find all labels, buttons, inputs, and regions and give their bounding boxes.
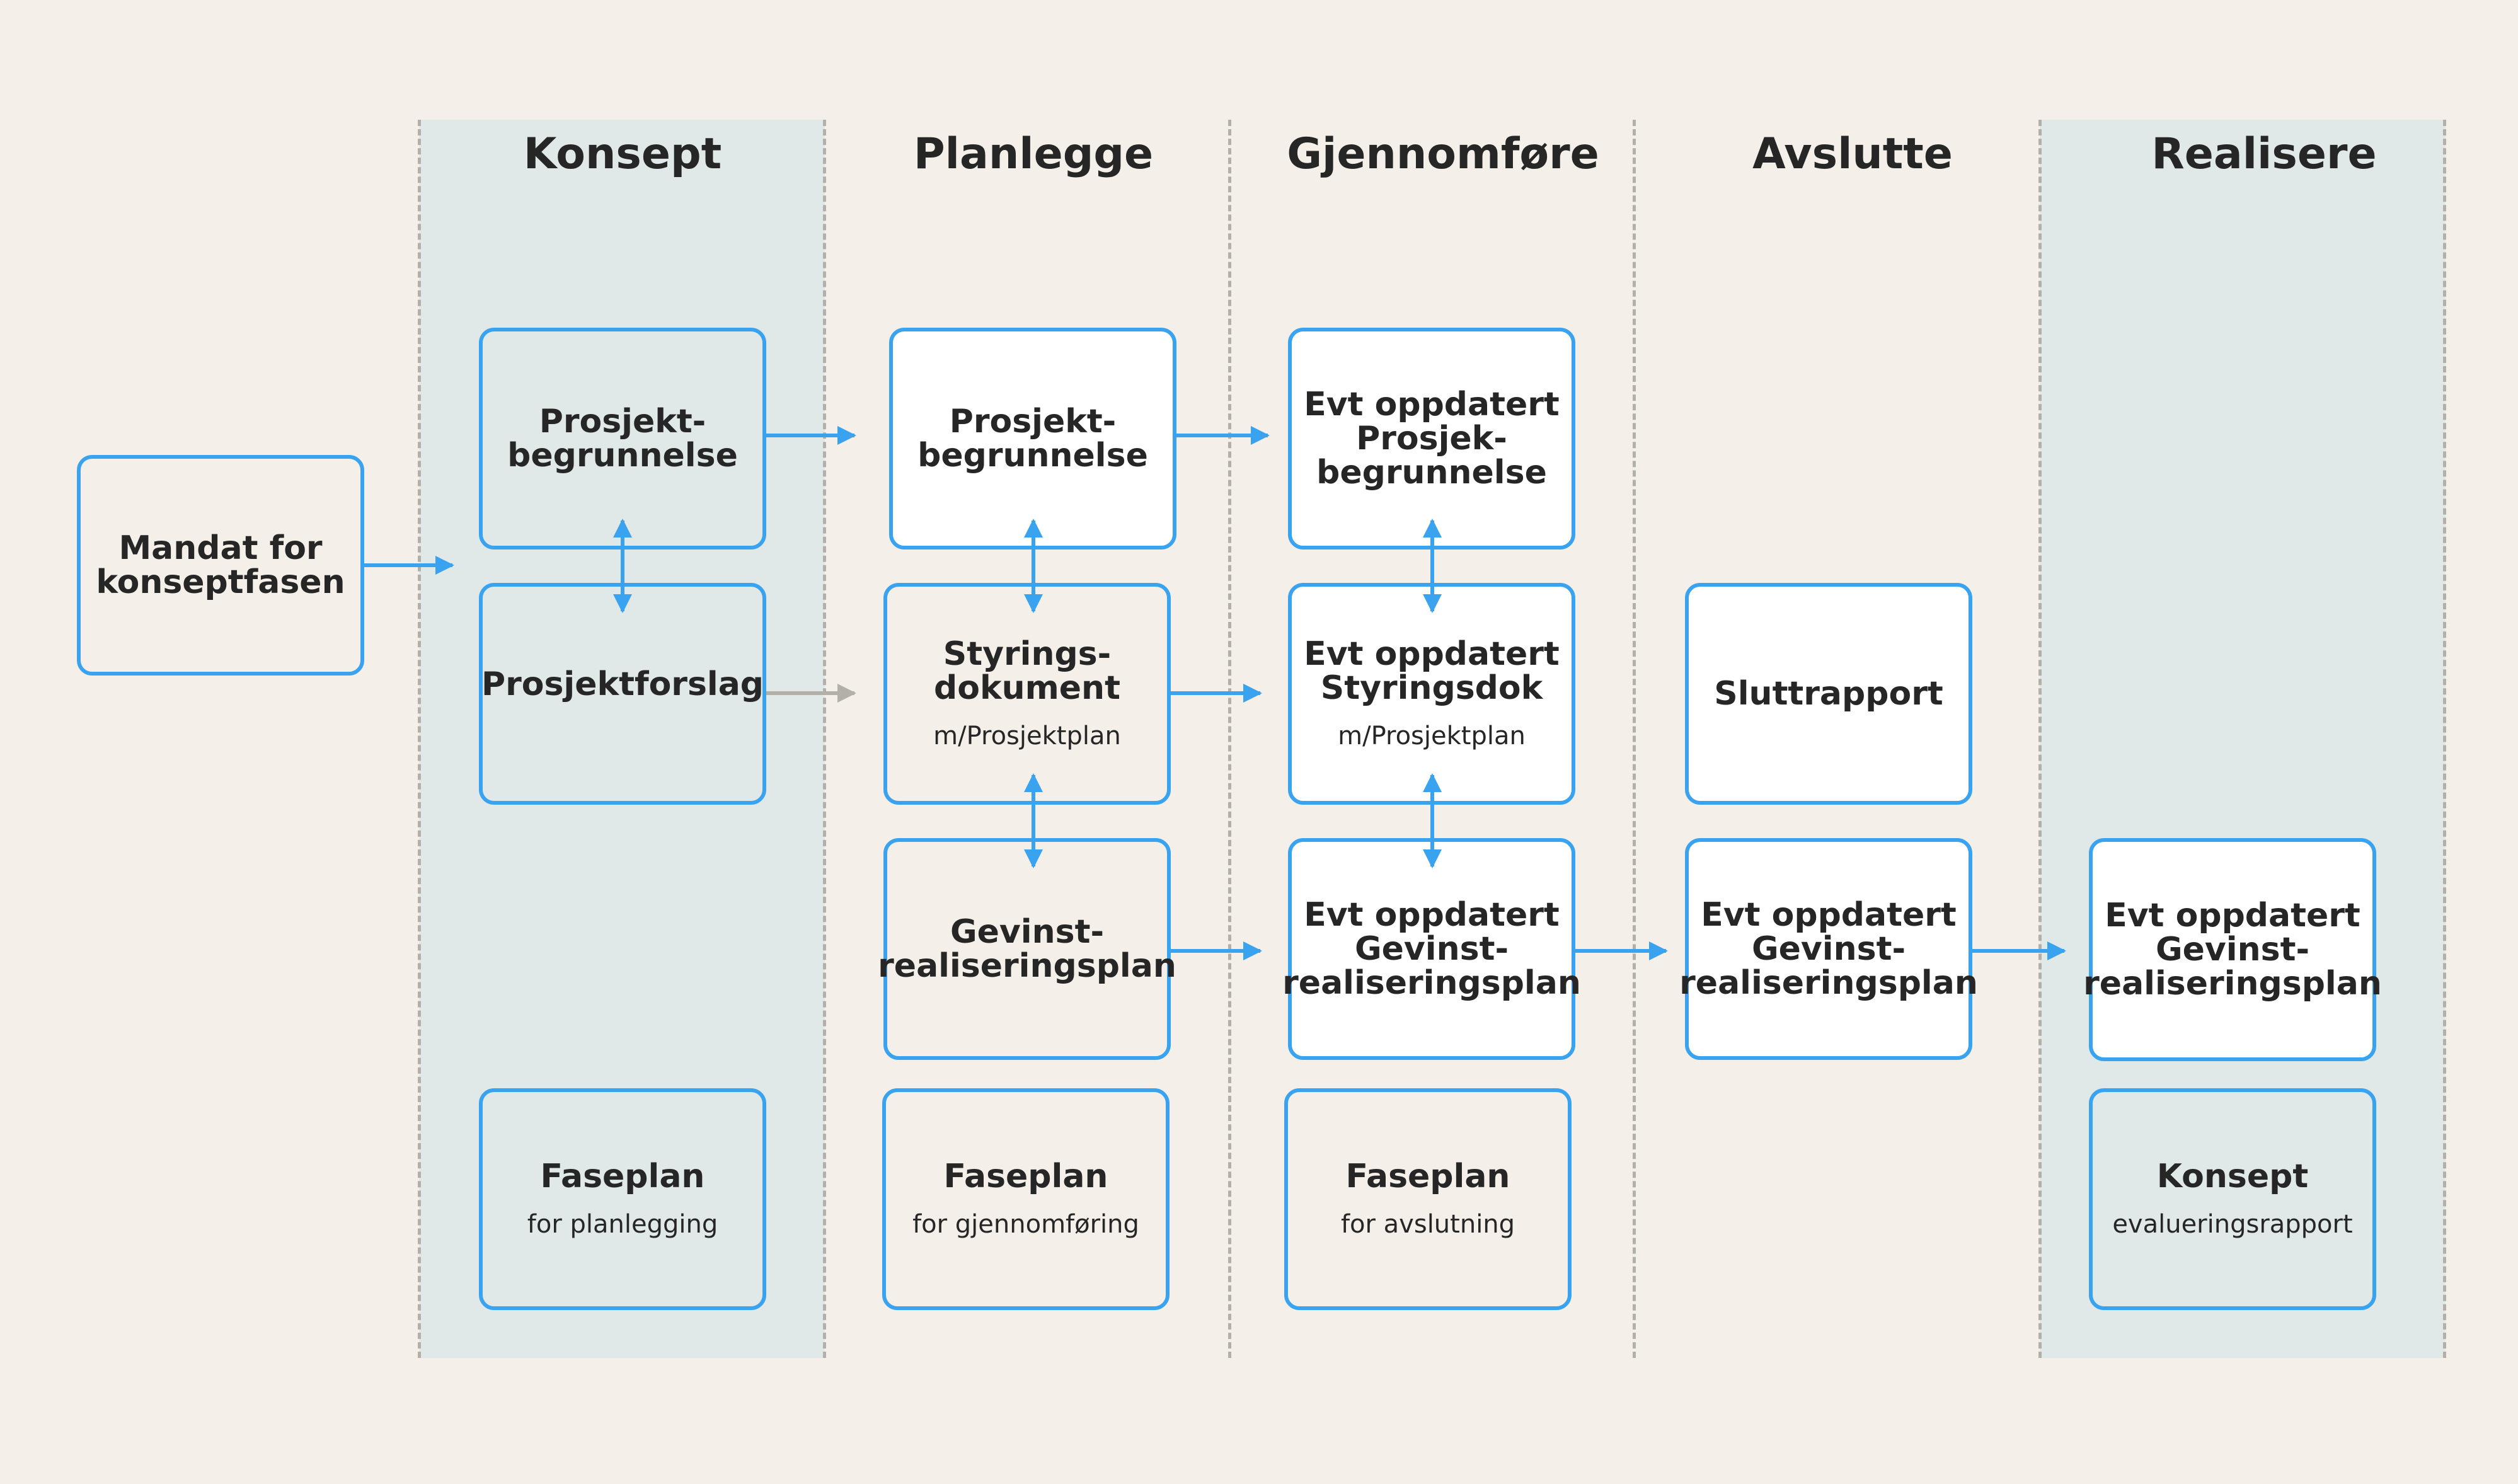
lane-divider [1633,120,1636,1358]
lane-divider [1228,120,1231,1358]
realisere-konsept-subtitle: evalueringsrapport [2112,1210,2353,1239]
gjennomfore-prosjektbegrunnelse-box: Evt oppdatert Prosjek- begrunnelse [1288,328,1575,549]
lane-divider [2443,120,2446,1358]
phase-header-konsept: Konsept [523,129,722,179]
avslutte-gevinstrealiseringsplan-box: Evt oppdatert Gevinst- realiseringsplan [1679,838,1978,1060]
planlegge-faseplan-title: Faseplan [943,1158,1108,1195]
gjennomfore-styringsdok-title: Evt oppdatert Styringsdok [1304,635,1560,707]
gjennomfore-faseplan-box: Faseplan for avslutning [1284,1088,1572,1310]
realisere-konsept-title: Konsept [2156,1158,2309,1195]
gjennomfore-gevinstrealiseringsplan-title: Evt oppdatert Gevinst- realiseringsplan [1282,896,1581,1002]
gjennomfore-faseplan-subtitle: for avslutning [1340,1210,1515,1239]
planlegge-styringsdokument-box: Styrings- dokument m/Prosjektplan [883,583,1171,805]
phase-header-realisere: Realisere [2151,129,2377,179]
realisere-konsept-evalueringsrapport-box: Konsept evalueringsrapport [2089,1088,2376,1310]
lane-divider [2038,120,2042,1358]
phase-header-planlegge: Planlegge [913,129,1154,179]
realisere-lane-background [2040,120,2446,1358]
planlegge-faseplan-box: Faseplan for gjennomføring [882,1088,1170,1310]
avslutte-gevinstrealiseringsplan-title: Evt oppdatert Gevinst- realiseringsplan [1679,896,1978,1002]
konsept-prosjektbegrunnelse-title: Prosjekt- begrunnelse [507,403,738,475]
avslutte-sluttrapport-box: Sluttrapport [1685,583,1972,805]
konsept-lane-background [419,120,825,1358]
konsept-prosjektforslag-title: Prosjektforslag [481,665,764,703]
gjennomfore-styringsdok-box: Evt oppdatert Styringsdok m/Prosjektplan [1288,583,1575,805]
konsept-prosjektbegrunnelse-box: Prosjekt- begrunnelse [479,328,766,549]
realisere-gevinstrealiseringsplan-box: Evt oppdatert Gevinst- realiseringsplan [2083,838,2382,1061]
planlegge-styringsdokument-title: Styrings- dokument [934,635,1120,707]
planlegge-faseplan-subtitle: for gjennomføring [912,1210,1139,1239]
gjennomfore-prosjektbegrunnelse-title: Evt oppdatert Prosjek- begrunnelse [1304,386,1560,492]
mandat-box: Mandat for konseptfasen [77,455,364,676]
avslutte-sluttrapport-title: Sluttrapport [1714,675,1943,713]
planlegge-prosjektbegrunnelse-title: Prosjekt- begrunnelse [917,403,1148,475]
planlegge-styringsdokument-subtitle: m/Prosjektplan [933,722,1121,751]
konsept-faseplan-subtitle: for planlegging [527,1210,718,1239]
konsept-faseplan-title: Faseplan [540,1158,705,1195]
mandat-title: Mandat for konseptfasen [96,529,345,601]
gjennomfore-styringsdok-subtitle: m/Prosjektplan [1338,722,1526,751]
lane-divider [823,120,826,1358]
realisere-gevinstrealiseringsplan-title: Evt oppdatert Gevinst- realiseringsplan [2083,897,2382,1003]
lane-divider [418,120,421,1358]
gjennomfore-faseplan-title: Faseplan [1345,1158,1510,1195]
konsept-faseplan-box: Faseplan for planlegging [479,1088,766,1310]
planlegge-gevinstrealiseringsplan-title: Gevinst- realiseringsplan [878,913,1176,985]
phase-header-gjennomfore: Gjennomføre [1287,129,1599,179]
phase-header-avslutte: Avslutte [1752,129,1953,179]
